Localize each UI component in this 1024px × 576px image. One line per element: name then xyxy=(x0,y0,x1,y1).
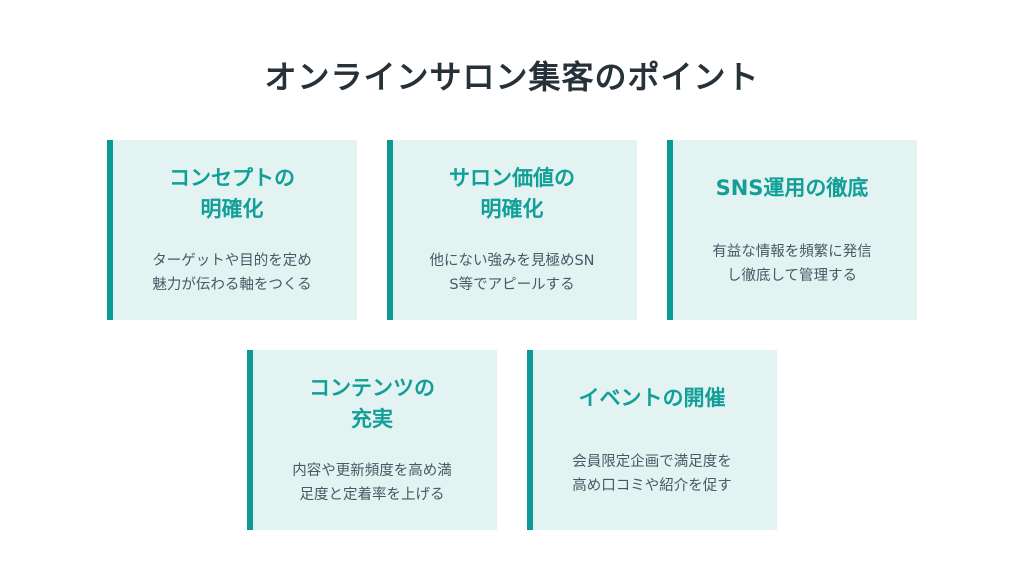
point-card-content: コンテンツの 充実 内容や更新頻度を高め満 足度と定着率を上げる xyxy=(247,350,497,530)
page-title: オンラインサロン集客のポイント xyxy=(264,58,760,96)
card-description: 有益な情報を頻繁に発信 し徹底して管理する xyxy=(712,243,872,284)
card-title: コンセプトの 明確化 xyxy=(169,166,295,221)
card-title: イベントの開催 xyxy=(578,385,726,410)
card-title: コンテンツの 充実 xyxy=(309,376,435,431)
point-card-sns: SNS運用の徹底 有益な情報を頻繁に発信 し徹底して管理する xyxy=(667,140,917,320)
point-card-concept: コンセプトの 明確化 ターゲットや目的を定め 魅力が伝わる軸をつくる xyxy=(107,140,357,320)
point-card-salon-value: サロン価値の 明確化 他にない強みを見極めSN S等でアピールする xyxy=(387,140,637,320)
card-description: 内容や更新頻度を高め満 足度と定着率を上げる xyxy=(292,463,452,503)
card-title: SNS運用の徹底 xyxy=(715,175,869,200)
card-description: 会員限定企画で満足度を 高め口コミや紹介を促す xyxy=(572,453,732,494)
card-description: ターゲットや目的を定め 魅力が伝わる軸をつくる xyxy=(152,253,312,293)
card-description: 他にない強みを見極めSN S等でアピールする xyxy=(429,253,595,293)
card-title: サロン価値の 明確化 xyxy=(449,166,575,221)
point-card-event: イベントの開催 会員限定企画で満足度を 高め口コミや紹介を促す xyxy=(527,350,777,530)
